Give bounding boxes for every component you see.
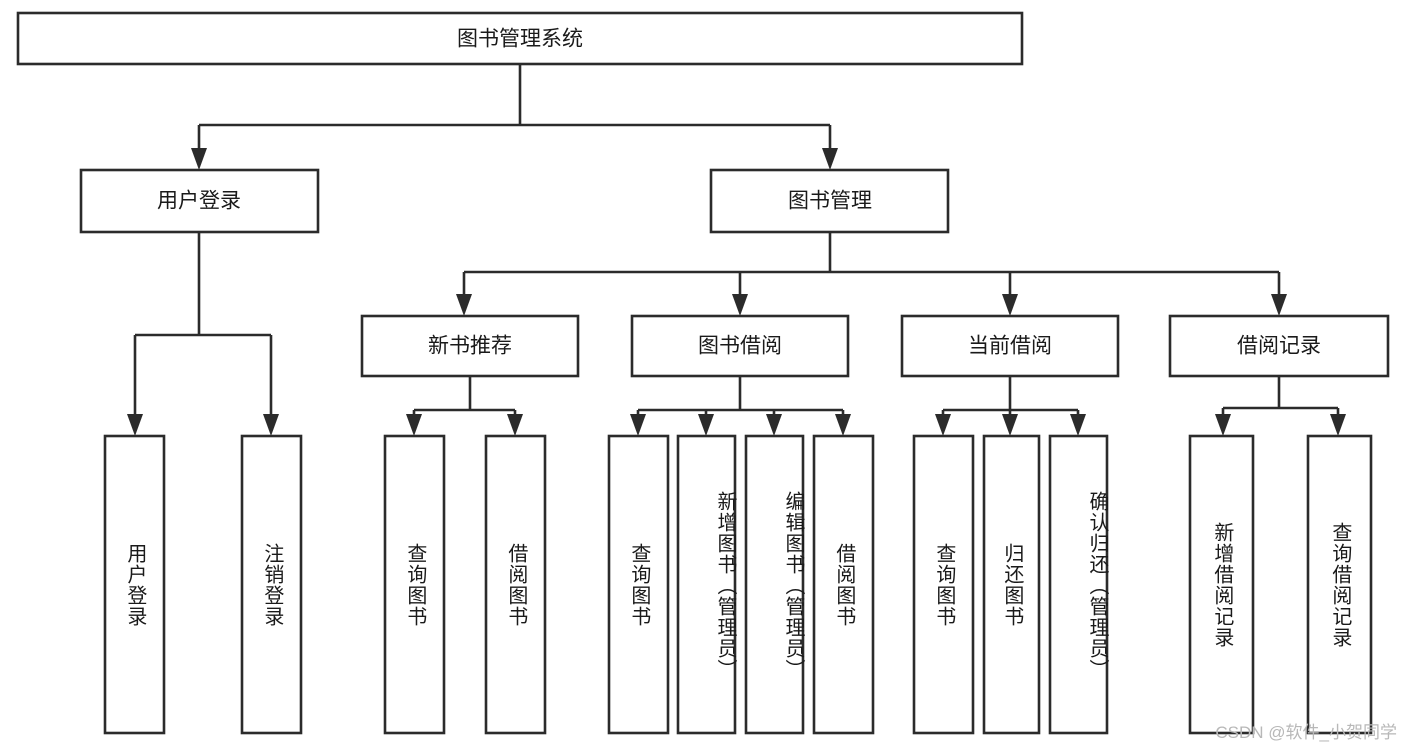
arrow-head-to-current-borrow — [1002, 294, 1018, 316]
leaf-box-current-borrow-2[interactable] — [1048, 434, 1109, 735]
arrow-head-user-login-leaf-0 — [127, 414, 143, 436]
node-current-borrow-label: 当前借阅 — [968, 335, 1052, 358]
arrow-head-to-user-login — [191, 148, 207, 170]
node-book-borrow-label: 图书借阅 — [698, 335, 782, 358]
arrow-head-borrow-record-leaf-1 — [1330, 414, 1346, 436]
leaf-box-user-login-0[interactable] — [103, 434, 166, 735]
arrow-head-book-borrow-leaf-1 — [698, 414, 714, 436]
node-root-box[interactable] — [16, 11, 1024, 66]
node-borrow-record-box[interactable] — [1168, 314, 1390, 378]
arrow-head-book-borrow-leaf-2 — [766, 414, 782, 436]
node-book-borrow[interactable]: 图书借阅 — [630, 314, 850, 378]
node-root[interactable]: 图书管理系统 — [16, 11, 1024, 66]
arrow-head-current-borrow-leaf-0 — [935, 414, 951, 436]
arrow-head-new-book-leaf-1 — [507, 414, 523, 436]
arrow-head-to-borrow-record — [1271, 294, 1287, 316]
leaf-box-user-login-1[interactable] — [240, 434, 303, 735]
leaf-box-book-borrow-1[interactable] — [676, 434, 737, 735]
arrow-head-user-login-leaf-1 — [263, 414, 279, 436]
node-current-borrow[interactable]: 当前借阅 — [900, 314, 1120, 378]
arrow-head-current-borrow-leaf-2 — [1070, 414, 1086, 436]
csdn-watermark: CSDN @软件_小贺同学 — [1215, 723, 1397, 742]
arrow-head-to-book-manage — [822, 148, 838, 170]
leaf-box-new-book-0[interactable] — [383, 434, 446, 735]
node-borrow-record-label: 借阅记录 — [1237, 335, 1321, 358]
arrow-head-current-borrow-leaf-1 — [1002, 414, 1018, 436]
leaf-box-borrow-record-1[interactable] — [1306, 434, 1373, 735]
arrow-head-borrow-record-leaf-0 — [1215, 414, 1231, 436]
arrow-head-book-borrow-leaf-0 — [630, 414, 646, 436]
node-borrow-record[interactable]: 借阅记录 — [1168, 314, 1390, 378]
leaf-box-new-book-1[interactable] — [484, 434, 547, 735]
leaf-box-current-borrow-0[interactable] — [912, 434, 975, 735]
node-book-manage[interactable]: 图书管理 — [709, 168, 950, 234]
node-new-book-recommend[interactable]: 新书推荐 — [360, 314, 580, 378]
leaf-box-book-borrow-2[interactable] — [744, 434, 805, 735]
node-book-manage-label: 图书管理 — [788, 190, 872, 213]
leaf-box-book-borrow-0[interactable] — [607, 434, 670, 735]
leaf-box-book-borrow-3[interactable] — [812, 434, 875, 735]
node-new-book-recommend-box[interactable] — [360, 314, 580, 378]
node-user-login[interactable]: 用户登录 — [79, 168, 320, 234]
node-root-label: 图书管理系统 — [457, 28, 583, 51]
arrow-head-to-new-book — [456, 294, 472, 316]
node-new-book-recommend-label: 新书推荐 — [428, 335, 512, 358]
arrow-head-book-borrow-leaf-3 — [835, 414, 851, 436]
arrow-head-new-book-leaf-0 — [406, 414, 422, 436]
node-book-manage-box[interactable] — [709, 168, 950, 234]
node-current-borrow-box[interactable] — [900, 314, 1120, 378]
leaf-box-borrow-record-0[interactable] — [1188, 434, 1255, 735]
node-user-login-label: 用户登录 — [157, 190, 241, 213]
node-book-borrow-box[interactable] — [630, 314, 850, 378]
arrow-head-to-book-borrow — [732, 294, 748, 316]
leaf-box-current-borrow-1[interactable] — [982, 434, 1041, 735]
